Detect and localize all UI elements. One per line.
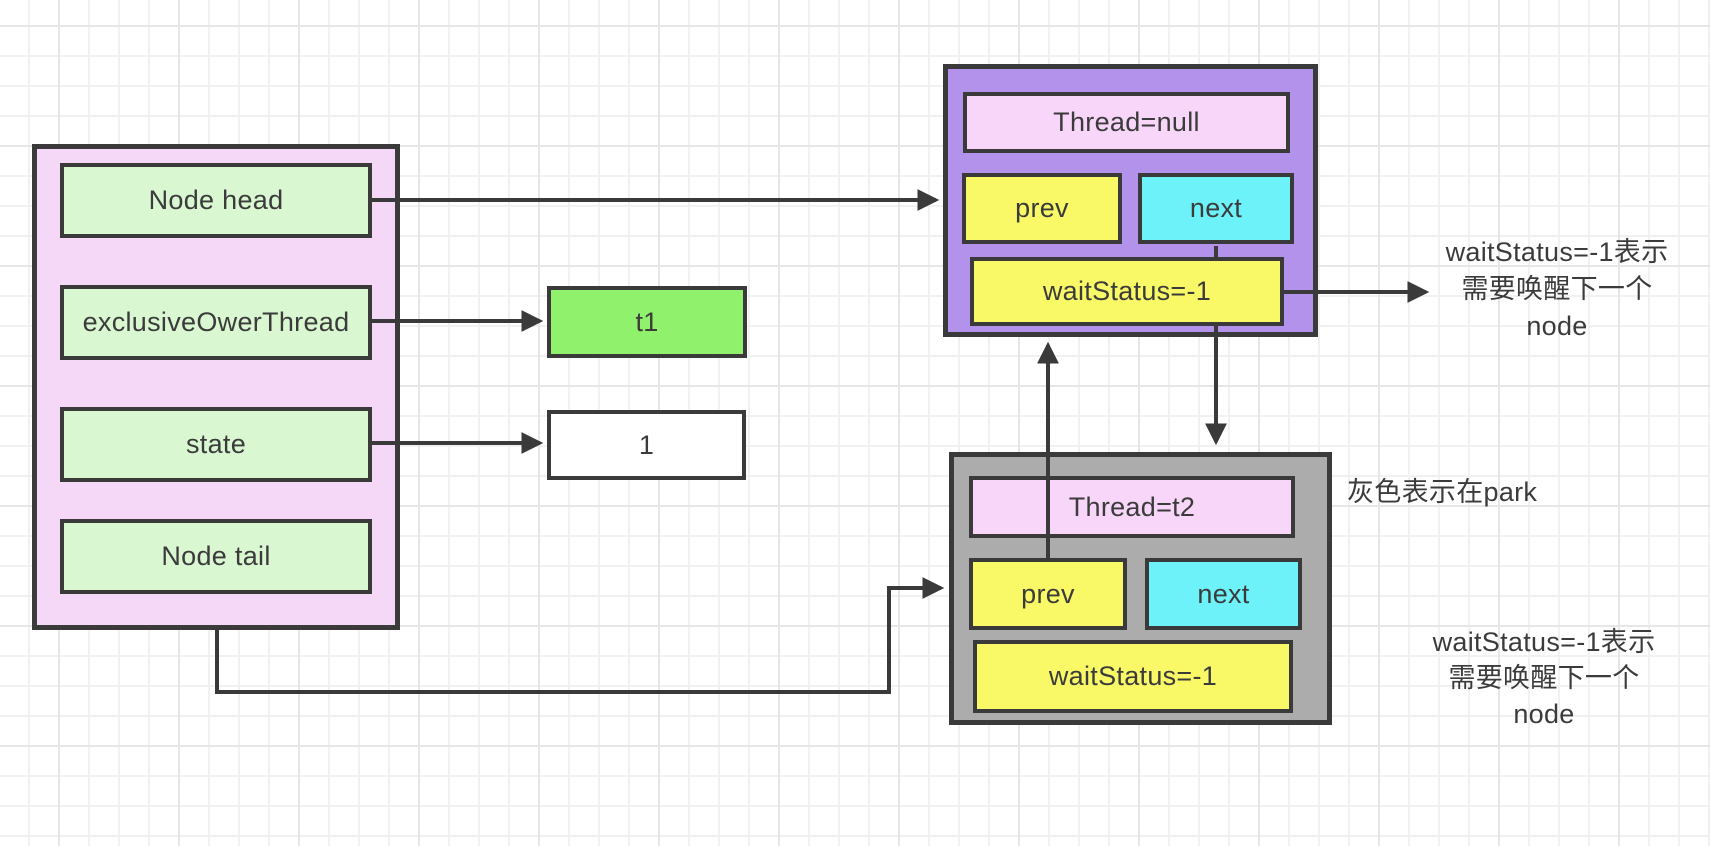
field-node-head[interactable]: Node head <box>60 163 372 238</box>
node1-waitstatus-box[interactable]: waitStatus=-1 <box>970 257 1284 326</box>
annotation-node1-line1: waitStatus=-1表示 <box>1445 237 1669 267</box>
node2-next-box[interactable]: next <box>1145 558 1302 630</box>
annotation-node1-line2: 需要唤醒下一个 <box>1461 274 1653 304</box>
node2-prev-box[interactable]: prev <box>969 558 1127 630</box>
node1-thread-box[interactable]: Thread=null <box>963 92 1290 153</box>
node2-waitstatus-box[interactable]: waitStatus=-1 <box>973 640 1293 713</box>
annotation-node2-line1: waitStatus=-1表示 <box>1432 627 1656 657</box>
field-node-head-label: Node head <box>148 185 284 215</box>
node2-container[interactable]: Thread=t2 prev next waitStatus=-1 <box>949 452 1332 725</box>
node2-next-label: next <box>1197 578 1250 609</box>
annotation-node2-line2: 需要唤醒下一个 <box>1448 663 1640 693</box>
node2-thread-label: Thread=t2 <box>1068 491 1196 522</box>
node2-prev-label: prev <box>1021 578 1075 609</box>
aqs-container[interactable]: Node head exclusiveOwerThread state Node… <box>32 144 400 630</box>
node1-prev-box[interactable]: prev <box>962 173 1122 244</box>
field-exclusive-owner-thread[interactable]: exclusiveOwerThread <box>60 285 372 360</box>
thread-t1-box[interactable]: t1 <box>547 286 747 358</box>
node2-thread-box[interactable]: Thread=t2 <box>969 476 1295 538</box>
node1-thread-label: Thread=null <box>1053 107 1200 137</box>
annotation-park-label: 灰色表示在park <box>1347 477 1538 507</box>
field-node-tail-label: Node tail <box>161 541 271 571</box>
annotation-node2-line3: node <box>1513 699 1575 729</box>
annotation-node1-waitstatus[interactable]: waitStatus=-1表示 需要唤醒下一个 node <box>1417 234 1697 345</box>
annotation-node1-line3: node <box>1526 311 1588 341</box>
field-state[interactable]: state <box>60 407 372 482</box>
thread-t1-label: t1 <box>635 306 659 337</box>
annotation-park[interactable]: 灰色表示在park <box>1347 474 1537 511</box>
state-value-box[interactable]: 1 <box>547 410 746 480</box>
field-state-label: state <box>185 429 247 459</box>
node1-prev-label: prev <box>1015 193 1069 223</box>
node1-waitstatus-label: waitStatus=-1 <box>1042 276 1212 306</box>
node1-container[interactable]: Thread=null prev next waitStatus=-1 <box>943 64 1318 337</box>
node1-next-label: next <box>1189 193 1243 223</box>
annotation-node2-waitstatus[interactable]: waitStatus=-1表示 需要唤醒下一个 node <box>1404 624 1684 732</box>
field-exclusive-owner-thread-label: exclusiveOwerThread <box>82 307 350 337</box>
node2-waitstatus-label: waitStatus=-1 <box>1048 661 1218 691</box>
field-node-tail[interactable]: Node tail <box>60 519 372 594</box>
state-value-label: 1 <box>638 429 655 460</box>
node1-next-box[interactable]: next <box>1138 173 1294 244</box>
